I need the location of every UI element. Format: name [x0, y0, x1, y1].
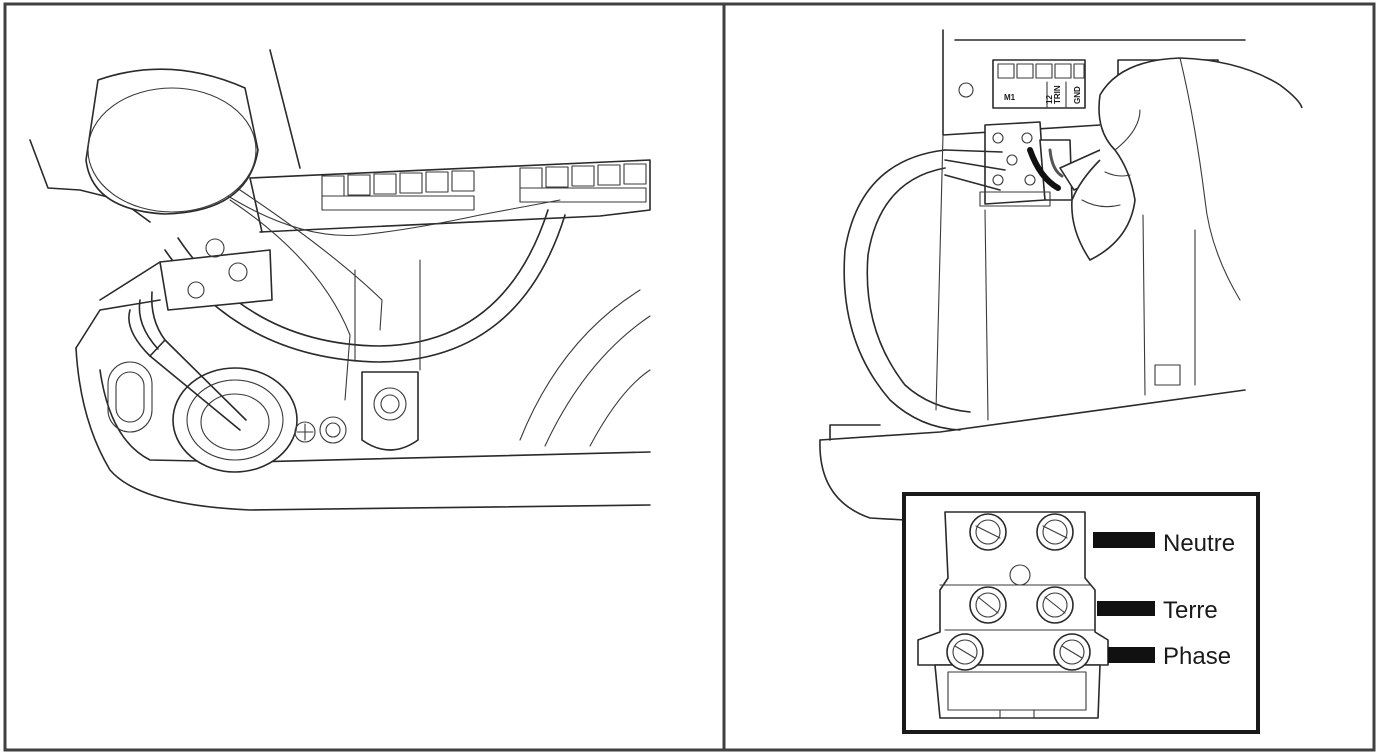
board-label-m1: M1	[1004, 93, 1016, 102]
cable-entry-illustration-icon	[29, 49, 651, 511]
wire-neutre-icon	[1093, 532, 1155, 548]
board-label-gnd: GND	[1073, 86, 1082, 104]
board-label-trin: TRIN	[1053, 85, 1062, 104]
wire-phase-icon	[1108, 647, 1155, 663]
outer-frame	[3, 2, 1376, 752]
wire-label-neutre: Neutre	[1163, 530, 1235, 557]
terminal-block-closeup-icon	[917, 511, 1109, 719]
terminal-connection-illustration-icon: M1 12 TRIN GND	[819, 29, 1303, 521]
terminal-block-closeup-inset: Neutre Terre Phase	[902, 492, 1260, 734]
wire-terre-icon	[1097, 601, 1155, 616]
wire-label-phase: Phase	[1163, 643, 1231, 670]
board-label-12: 12	[1045, 95, 1054, 104]
wire-label-terre: Terre	[1163, 597, 1218, 624]
